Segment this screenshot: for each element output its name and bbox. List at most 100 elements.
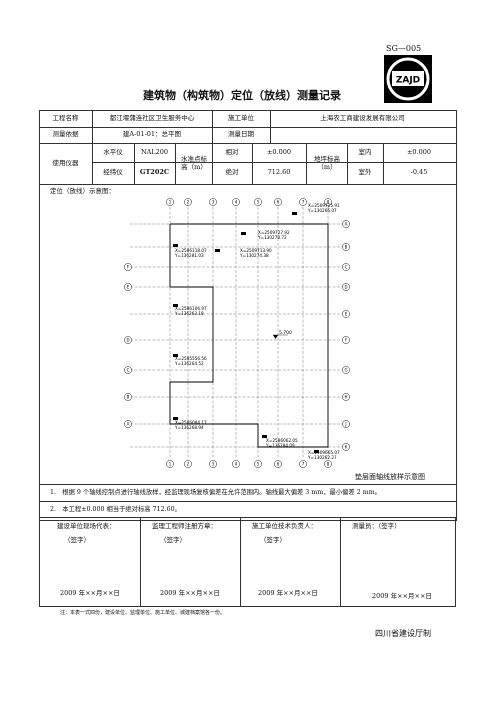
svg-text:6: 6 <box>277 461 280 466</box>
control-point <box>292 212 297 215</box>
coord-label: X=2586084.17 <box>175 420 207 425</box>
svg-text:7: 7 <box>302 461 305 466</box>
surveyor-date: 2009 年××月××日 <box>372 592 432 600</box>
axis-marker-right-A: A <box>342 220 350 228</box>
coord-label: X=2509665.07 <box>308 450 340 455</box>
axis-marker-right-E: E <box>342 310 350 318</box>
svg-text:5: 5 <box>257 199 260 204</box>
axis-marker-bottom-4: 4 <box>232 460 240 468</box>
owner-rep-date: 2009 年××月××日 <box>60 589 120 597</box>
axis-marker-left-E: E <box>124 283 132 291</box>
footnote: 注：本表一式四份，建设单位、监理单位、施工单位、城建档案馆各一份。 <box>60 610 226 616</box>
axis-marker-bottom-7: 7 <box>299 460 307 468</box>
record-table <box>39 110 457 521</box>
axis-marker-right-F: F <box>342 336 350 344</box>
coord-label: X=2585556.56 <box>175 356 207 361</box>
contractor-tech-date: 2009 年××月××日 <box>258 589 318 597</box>
axis-marker-right-C: C <box>342 263 350 271</box>
svg-text:4: 4 <box>235 461 238 466</box>
theodolite-value: GT202C <box>139 168 170 177</box>
supervisor-date: 2009 年××月××日 <box>160 589 220 597</box>
axis-marker-right-J: J <box>342 420 350 428</box>
axis-marker-left-F: F <box>124 263 132 271</box>
form-code: SG—005 <box>386 44 422 53</box>
coord-label: X=2509713.90 <box>240 248 272 253</box>
axis-marker-bottom-2: 2 <box>184 460 192 468</box>
axis-marker-top-3: 3 <box>209 198 217 206</box>
axis-marker-left-A: A <box>124 420 132 428</box>
instruments-label: 使用仪器 <box>52 158 79 167</box>
coord-label: Y=136263.18 <box>174 311 204 316</box>
svg-text:3: 3 <box>212 199 215 204</box>
date-label: 测量日期 <box>228 130 254 139</box>
axis-marker-bottom-8: 8 <box>324 460 332 468</box>
coord-label: Y=130278.72 <box>257 235 287 240</box>
outdoor-label: 室外 <box>358 168 372 177</box>
owner-rep-label: 建设单位现场代表： <box>57 522 116 530</box>
theodolite-label: 经纬仪 <box>103 168 123 177</box>
control-point <box>314 450 319 453</box>
elevation-mark: 5.700 <box>279 330 292 336</box>
svg-text:4: 4 <box>235 199 238 204</box>
axis-marker-top-4: 4 <box>232 198 240 206</box>
company-logo: ZAJD <box>384 55 432 103</box>
axis-marker-right-G: G <box>342 366 350 374</box>
coord-label: Y=136281.03 <box>174 253 204 258</box>
diagram-section-label: 定位（放线）示意图： <box>50 187 115 195</box>
relative-value: ±0.000 <box>266 147 292 156</box>
project-name-label: 工程名称 <box>52 113 79 122</box>
control-point <box>262 435 267 438</box>
axis-marker-top-6: 6 <box>274 198 282 206</box>
svg-text:A: A <box>345 221 348 226</box>
date-value <box>270 127 455 143</box>
axis-marker-right-K: K <box>342 443 350 451</box>
axis-marker-left-C: C <box>124 366 132 374</box>
svg-text:7: 7 <box>302 199 305 204</box>
svg-text:J: J <box>344 421 346 426</box>
benchmark-label: 水准点标高（m） <box>181 154 207 171</box>
svg-text:F: F <box>127 264 130 269</box>
svg-text:E: E <box>127 284 130 289</box>
coord-label: Y=130274.38 <box>239 253 269 258</box>
control-point <box>173 244 178 247</box>
axis-marker-top-7: 7 <box>299 198 307 206</box>
svg-text:1: 1 <box>169 461 172 466</box>
coord-label: X=2586106.97 <box>175 306 207 311</box>
coord-label: Y=130266.07 <box>307 208 337 213</box>
note-2: 2. 本工程±0.000 相当于绝对标高 712.60。 <box>50 506 181 513</box>
coord-label: X=2586118.07 <box>175 248 207 253</box>
coord-label: X=2509727.92 <box>258 230 290 235</box>
coord-label: Y=136268.94 <box>174 425 204 430</box>
axis-marker-top-5: 5 <box>254 198 262 206</box>
indoor-label: 室内 <box>358 147 372 156</box>
contractor-tech-sign: （签字） <box>260 536 286 544</box>
axis-marker-right-H: H <box>342 393 350 401</box>
contractor-tech-label: 施工单位技术负责人： <box>252 522 317 530</box>
project-name-value: 都江堰蒲连社区卫生服务中心 <box>109 113 195 122</box>
contractor-label: 施工单位 <box>228 113 254 122</box>
axis-marker-left-B: B <box>124 393 132 401</box>
basis-value: 建A-01-01：总平图 <box>122 130 182 139</box>
absolute-label: 绝对 <box>225 168 239 177</box>
coord-label: X=2586062.05 <box>266 438 298 443</box>
svg-text:8: 8 <box>327 199 330 204</box>
logo-text: ZAJD <box>396 76 420 86</box>
svg-text:D: D <box>344 284 347 289</box>
axis-marker-top-2: 2 <box>184 198 192 206</box>
axis-marker-top-1: 1 <box>166 198 174 206</box>
level-value: NAL200 <box>140 147 169 156</box>
axis-marker-right-B: B <box>342 243 350 251</box>
control-point <box>241 232 246 235</box>
axis-marker-bottom-6: 6 <box>274 460 282 468</box>
svg-text:8: 8 <box>327 461 330 466</box>
control-point <box>173 354 178 357</box>
surveyor-label: 测量员：（签字） <box>352 522 401 530</box>
coord-label: X=2509725.91 <box>308 203 340 208</box>
svg-text:B: B <box>127 394 130 399</box>
svg-text:2: 2 <box>187 461 190 466</box>
control-point <box>173 417 178 420</box>
svg-text:E: E <box>345 311 348 316</box>
svg-text:K: K <box>345 444 348 449</box>
